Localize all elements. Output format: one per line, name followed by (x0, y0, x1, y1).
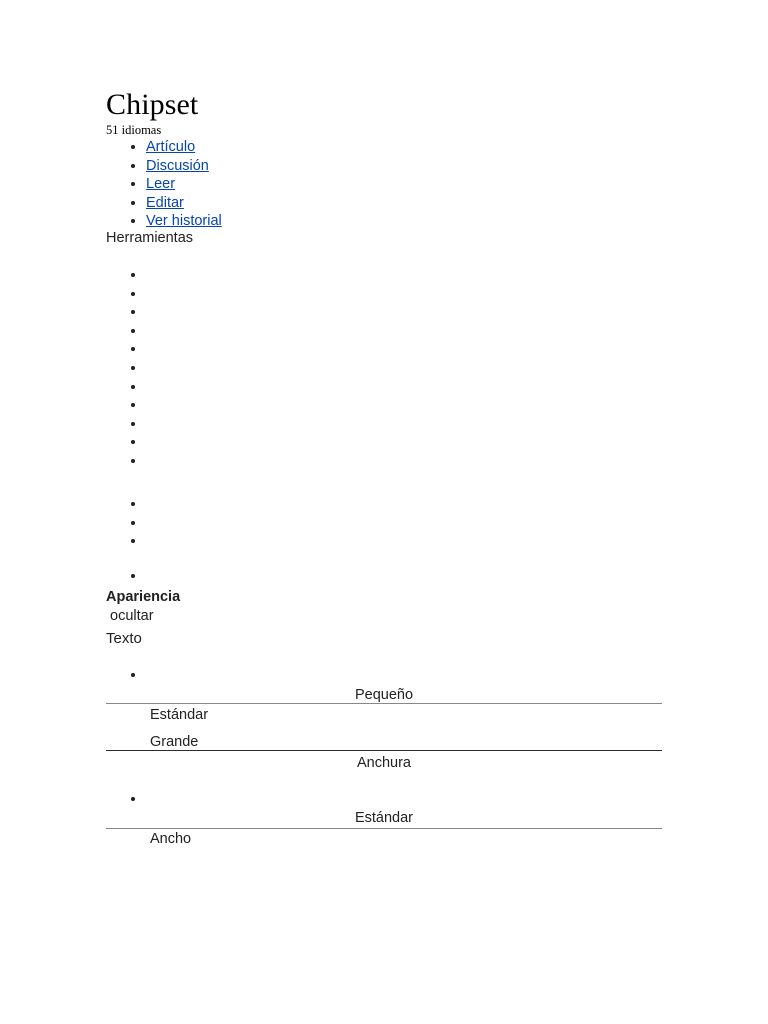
view-tab-list: Leer Editar Ver historial (106, 175, 706, 231)
tools-item-list-tertiary (106, 567, 146, 586)
divider (106, 828, 662, 829)
link-discusion[interactable]: Discusión (146, 157, 209, 174)
appearance-text-section-label: Texto (106, 630, 142, 647)
link-ver-historial[interactable]: Ver historial (146, 213, 222, 229)
text-size-option-standard[interactable]: Estándar (150, 707, 209, 723)
page-title: Chipset (106, 88, 199, 121)
appearance-hide-toggle[interactable]: ocultar (110, 608, 154, 624)
appearance-width-section-label: Anchura (356, 755, 411, 771)
namespace-tab-list: Artículo Discusión Leer Editar Ver histo… (106, 138, 706, 231)
link-articulo[interactable]: Artículo (146, 139, 196, 155)
namespace-tab-talk[interactable]: Discusión (146, 157, 706, 176)
text-size-option-large[interactable]: Grande (150, 734, 199, 750)
view-tab-read[interactable]: Leer (146, 175, 706, 194)
width-option-standard[interactable]: Estándar (354, 810, 414, 826)
view-tab-history[interactable]: Ver historial (146, 212, 706, 231)
appearance-heading: Apariencia (106, 589, 181, 605)
link-leer[interactable]: Leer (146, 176, 176, 192)
view-tab-edit[interactable]: Editar (146, 194, 706, 213)
link-editar[interactable]: Editar (146, 194, 184, 211)
tools-item-list-primary (106, 266, 146, 471)
tools-item-list-secondary (106, 495, 146, 551)
title-block: Chipset 51 idiomas (106, 88, 706, 138)
divider (106, 750, 662, 751)
view-tab-group: Leer Editar Ver historial (106, 175, 706, 231)
divider (106, 703, 662, 704)
width-option-list (106, 790, 146, 809)
tools-heading[interactable]: Herramientas (106, 230, 194, 246)
namespace-tab-article[interactable]: Artículo (146, 138, 706, 157)
language-count[interactable]: 51 idiomas (106, 123, 162, 137)
text-size-option-list (106, 666, 146, 685)
navigation-tabs: Artículo Discusión Leer Editar Ver histo… (106, 138, 706, 231)
text-size-option-small[interactable]: Pequeño (354, 687, 414, 703)
width-option-wide[interactable]: Ancho (150, 831, 192, 847)
